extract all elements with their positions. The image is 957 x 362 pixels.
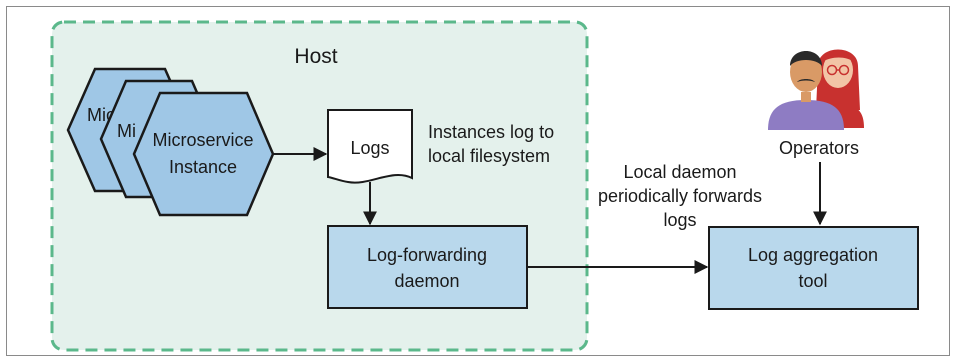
tool-label-line1: Log aggregation	[748, 245, 878, 265]
log-forwarding-daemon-box	[327, 225, 528, 309]
forward-note-line1: Local daemon	[623, 162, 736, 182]
log-aggregation-tool-box	[708, 226, 919, 310]
daemon-label-line2: daemon	[394, 271, 459, 291]
forward-note-line3: logs	[663, 210, 696, 230]
host-label: Host	[294, 45, 337, 68]
instances-note-line1: Instances log to	[428, 122, 554, 142]
logs-document-icon	[327, 109, 413, 184]
operators-label: Operators	[779, 138, 859, 158]
logs-label: Logs	[350, 138, 389, 158]
tool-label-line2: tool	[798, 271, 827, 291]
microservice-front-label-line2: Instance	[169, 157, 237, 177]
forward-note-line2: periodically forwards	[598, 186, 762, 206]
microservice-front-label-line1: Microservice	[152, 130, 253, 150]
operators-people-icon	[768, 49, 864, 130]
instances-note-line2: local filesystem	[428, 146, 550, 166]
microservice-hexagon-front	[132, 91, 275, 217]
microservice-back-1-label: Mi	[117, 121, 136, 141]
daemon-label-line1: Log-forwarding	[367, 245, 487, 265]
